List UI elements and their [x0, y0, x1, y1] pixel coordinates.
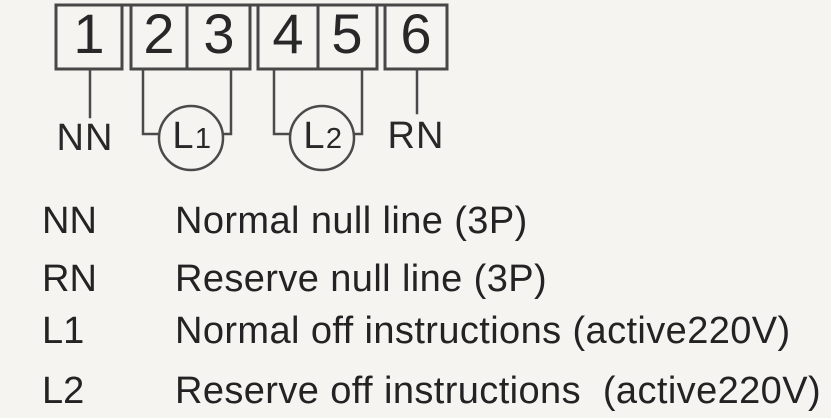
lamp-l2-circle — [288, 104, 356, 172]
terminal-number-3: 3 — [203, 2, 234, 65]
terminal-number-4: 4 — [272, 2, 303, 65]
terminal-number-6: 6 — [400, 2, 431, 65]
lamp-l1-circle — [157, 104, 225, 172]
legend-description: Reserve null line (3P) — [175, 258, 548, 300]
legend-description: Normal null line (3P) — [175, 200, 528, 242]
legend-key: L1 — [42, 310, 85, 352]
terminal-block-2-3 — [129, 3, 252, 71]
lamp-l1-digit: 1 — [195, 123, 211, 155]
nn-label: NN — [57, 117, 114, 159]
lamp-l1-letter: L — [172, 115, 193, 157]
lamp-l1-wire-right — [221, 67, 233, 136]
legend-key: NN — [42, 200, 97, 242]
legend-description: Reserve off instructions (active220V) — [175, 370, 822, 412]
legend-row-rn: RN Reserve null line (3P) — [0, 257, 831, 301]
lamp-l1-wire-left — [141, 67, 161, 136]
legend-row-l1: L1 Normal off instructions (active220V) — [0, 309, 831, 353]
legend-row-nn: NN Normal null line (3P) — [0, 199, 831, 243]
lamp-l2-wire-left — [272, 67, 292, 136]
lamp-l2-letter: L — [303, 115, 324, 157]
lamp-l2-digit: 2 — [326, 123, 342, 155]
legend-key: RN — [42, 258, 97, 300]
terminal-number-2: 2 — [143, 2, 174, 65]
terminal-number-5: 5 — [331, 2, 362, 65]
terminal-number-1: 1 — [73, 2, 104, 65]
lamp-l2-wire-right — [352, 67, 364, 136]
legend-description: Normal off instructions (active220V) — [175, 310, 791, 352]
rn-label: RN — [388, 115, 445, 157]
legend-row-l2: L2 Reserve off instructions (active220V) — [0, 369, 831, 413]
legend-key: L2 — [42, 370, 85, 412]
